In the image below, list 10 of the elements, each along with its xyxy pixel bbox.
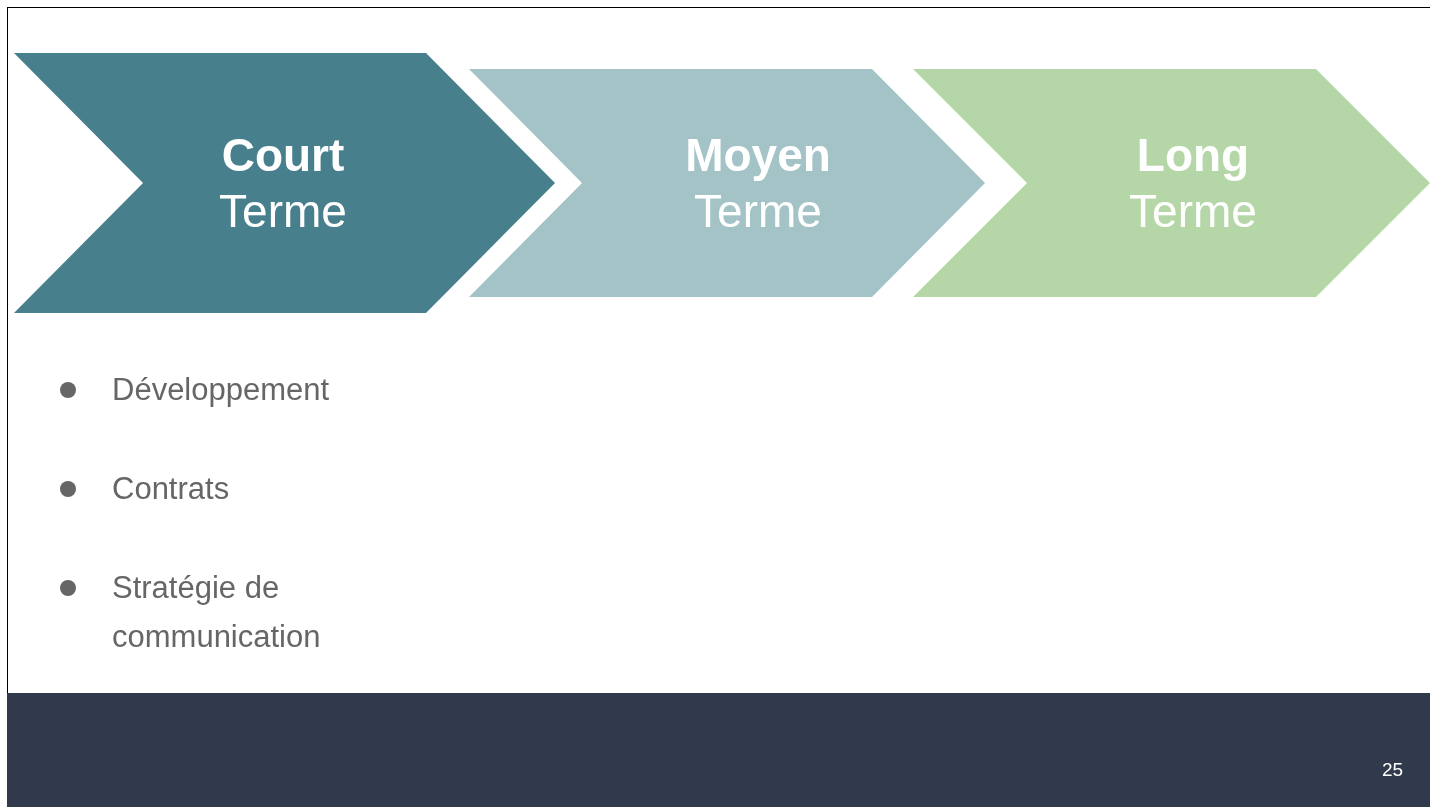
bullet-item: Contrats xyxy=(112,470,231,508)
bullet-item: Développement xyxy=(112,371,331,409)
body-text: Terme xyxy=(1129,184,1257,239)
body-text: Terme xyxy=(219,184,347,239)
page-number: 25 xyxy=(1382,759,1404,781)
body-text: Terme xyxy=(694,184,822,239)
bullet-item: Stratégie de communication xyxy=(112,569,322,656)
heading-text: Long xyxy=(1136,128,1250,183)
heading-text: Court xyxy=(221,128,345,183)
heading-text: Moyen xyxy=(685,128,831,183)
